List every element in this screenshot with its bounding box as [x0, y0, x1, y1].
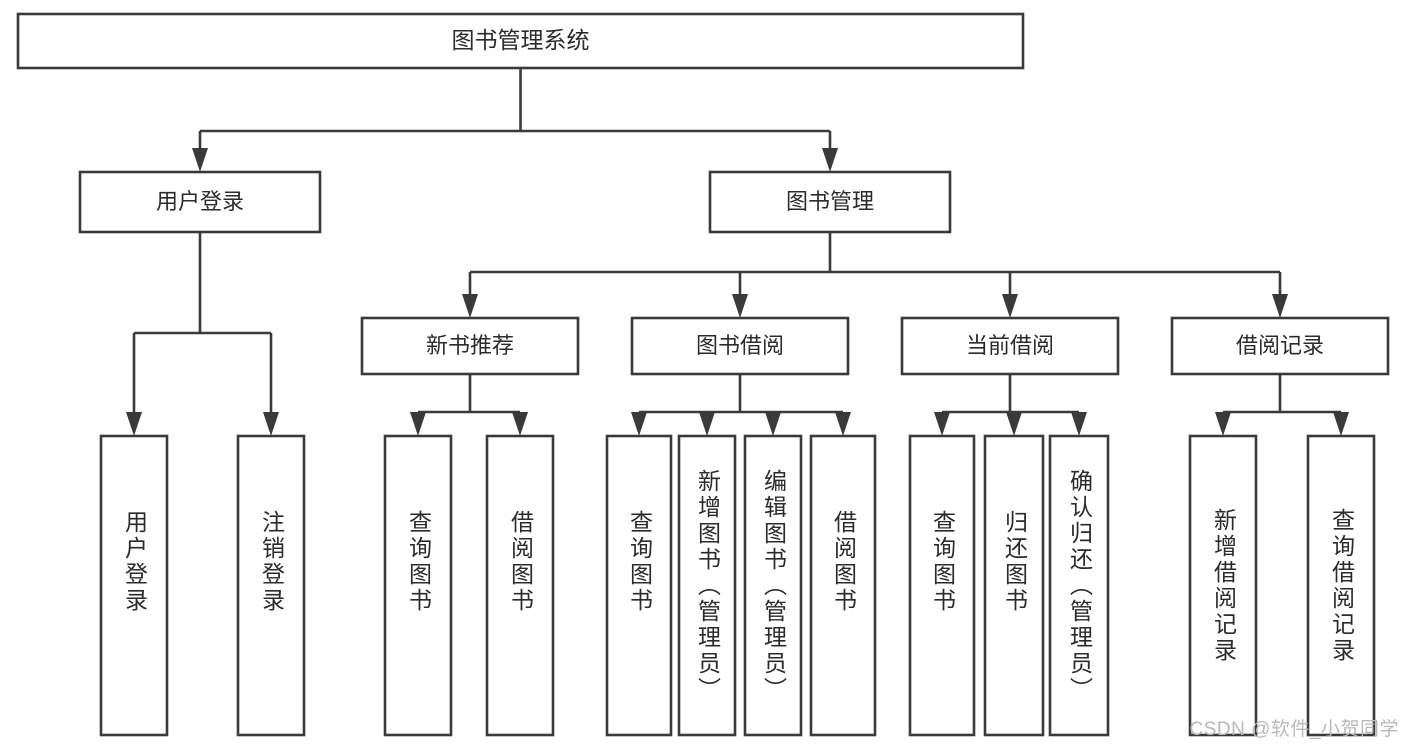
node-leaf-box-12 — [1306, 434, 1376, 737]
arrow-down-icon — [699, 412, 715, 436]
arrow-down-icon — [934, 412, 950, 436]
arrow-down-icon — [765, 412, 781, 436]
boxes-layer — [16, 12, 1390, 737]
node-leaf-box-0 — [99, 434, 169, 737]
node-level1-box-1 — [708, 170, 952, 234]
node-root-label: 图书管理系统 — [452, 27, 590, 53]
node-level2-box-2 — [900, 316, 1120, 376]
node-leaf-box-10 — [1048, 434, 1110, 737]
node-level2-box-3 — [1170, 316, 1390, 376]
arrow-down-icon — [822, 148, 838, 172]
node-level1-label-0: 用户登录 — [156, 189, 244, 214]
node-level1-label-1: 图书管理 — [786, 189, 874, 214]
node-level2-label-3: 借阅记录 — [1236, 333, 1324, 358]
node-leaf-box-4 — [605, 434, 673, 737]
connectors-layer — [126, 68, 1349, 436]
arrow-down-icon — [835, 412, 851, 436]
node-level2-label-2: 当前借阅 — [966, 333, 1054, 358]
arrow-down-icon — [1272, 294, 1288, 318]
node-leaf-box-6 — [743, 434, 803, 737]
arrow-down-icon — [126, 412, 142, 436]
node-leaf-box-5 — [677, 434, 737, 737]
node-level2-box-1 — [630, 316, 850, 376]
node-leaf-box-3 — [485, 434, 555, 737]
arrow-down-icon — [192, 148, 208, 172]
node-level2-label-0: 新书推荐 — [426, 333, 514, 358]
node-level2-box-0 — [360, 316, 580, 376]
arrow-down-icon — [512, 412, 528, 436]
node-leaf-box-11 — [1188, 434, 1258, 737]
arrow-down-icon — [1006, 412, 1022, 436]
arrow-down-icon — [263, 412, 279, 436]
arrow-down-icon — [462, 294, 478, 318]
node-leaf-box-9 — [983, 434, 1045, 737]
node-level1-box-0 — [78, 170, 322, 234]
node-leaf-box-2 — [383, 434, 453, 737]
arrow-down-icon — [1215, 412, 1231, 436]
arrow-down-icon — [732, 294, 748, 318]
arrow-down-icon — [1071, 412, 1087, 436]
node-level2-label-1: 图书借阅 — [696, 333, 784, 358]
watermark-text: CSDN @软件_小贺同学 — [1189, 719, 1399, 740]
arrow-down-icon — [410, 412, 426, 436]
node-leaf-box-8 — [908, 434, 976, 737]
node-leaf-box-1 — [236, 434, 306, 737]
arrow-down-icon — [1333, 412, 1349, 436]
node-root-box — [16, 12, 1025, 70]
arrow-down-icon — [1002, 294, 1018, 318]
arrow-down-icon — [631, 412, 647, 436]
node-leaf-box-7 — [809, 434, 877, 737]
